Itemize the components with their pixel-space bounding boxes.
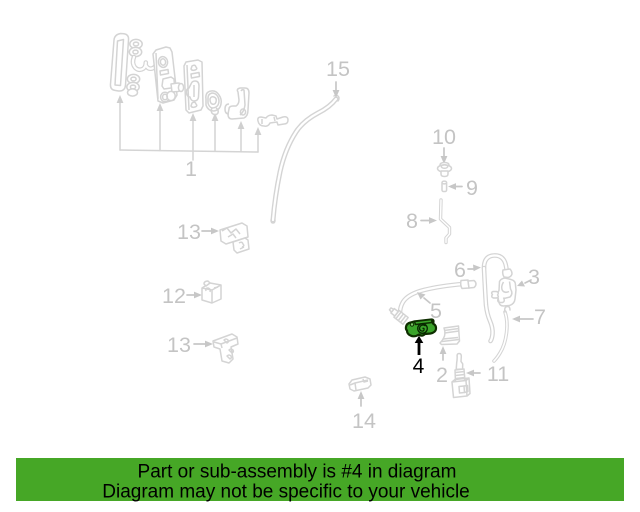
svg-text:9: 9 (466, 176, 478, 200)
svg-text:14: 14 (352, 409, 376, 433)
svg-text:Part or sub-assembly is #4 in: Part or sub-assembly is #4 in diagram (138, 462, 457, 483)
svg-text:7: 7 (534, 305, 546, 329)
svg-text:12: 12 (162, 284, 186, 308)
svg-text:8: 8 (406, 209, 418, 233)
svg-text:4: 4 (413, 355, 425, 378)
svg-text:5: 5 (430, 299, 442, 323)
svg-text:11: 11 (487, 362, 509, 386)
svg-text:13: 13 (177, 220, 201, 244)
svg-text:6: 6 (454, 258, 466, 282)
svg-text:1: 1 (185, 157, 197, 181)
svg-text:3: 3 (528, 265, 540, 289)
svg-text:2: 2 (436, 363, 448, 387)
svg-text:10: 10 (432, 125, 456, 149)
svg-text:Diagram may not be specific to: Diagram may not be specific to your vehi… (102, 482, 470, 503)
svg-text:13: 13 (167, 333, 191, 357)
svg-text:15: 15 (326, 57, 350, 81)
